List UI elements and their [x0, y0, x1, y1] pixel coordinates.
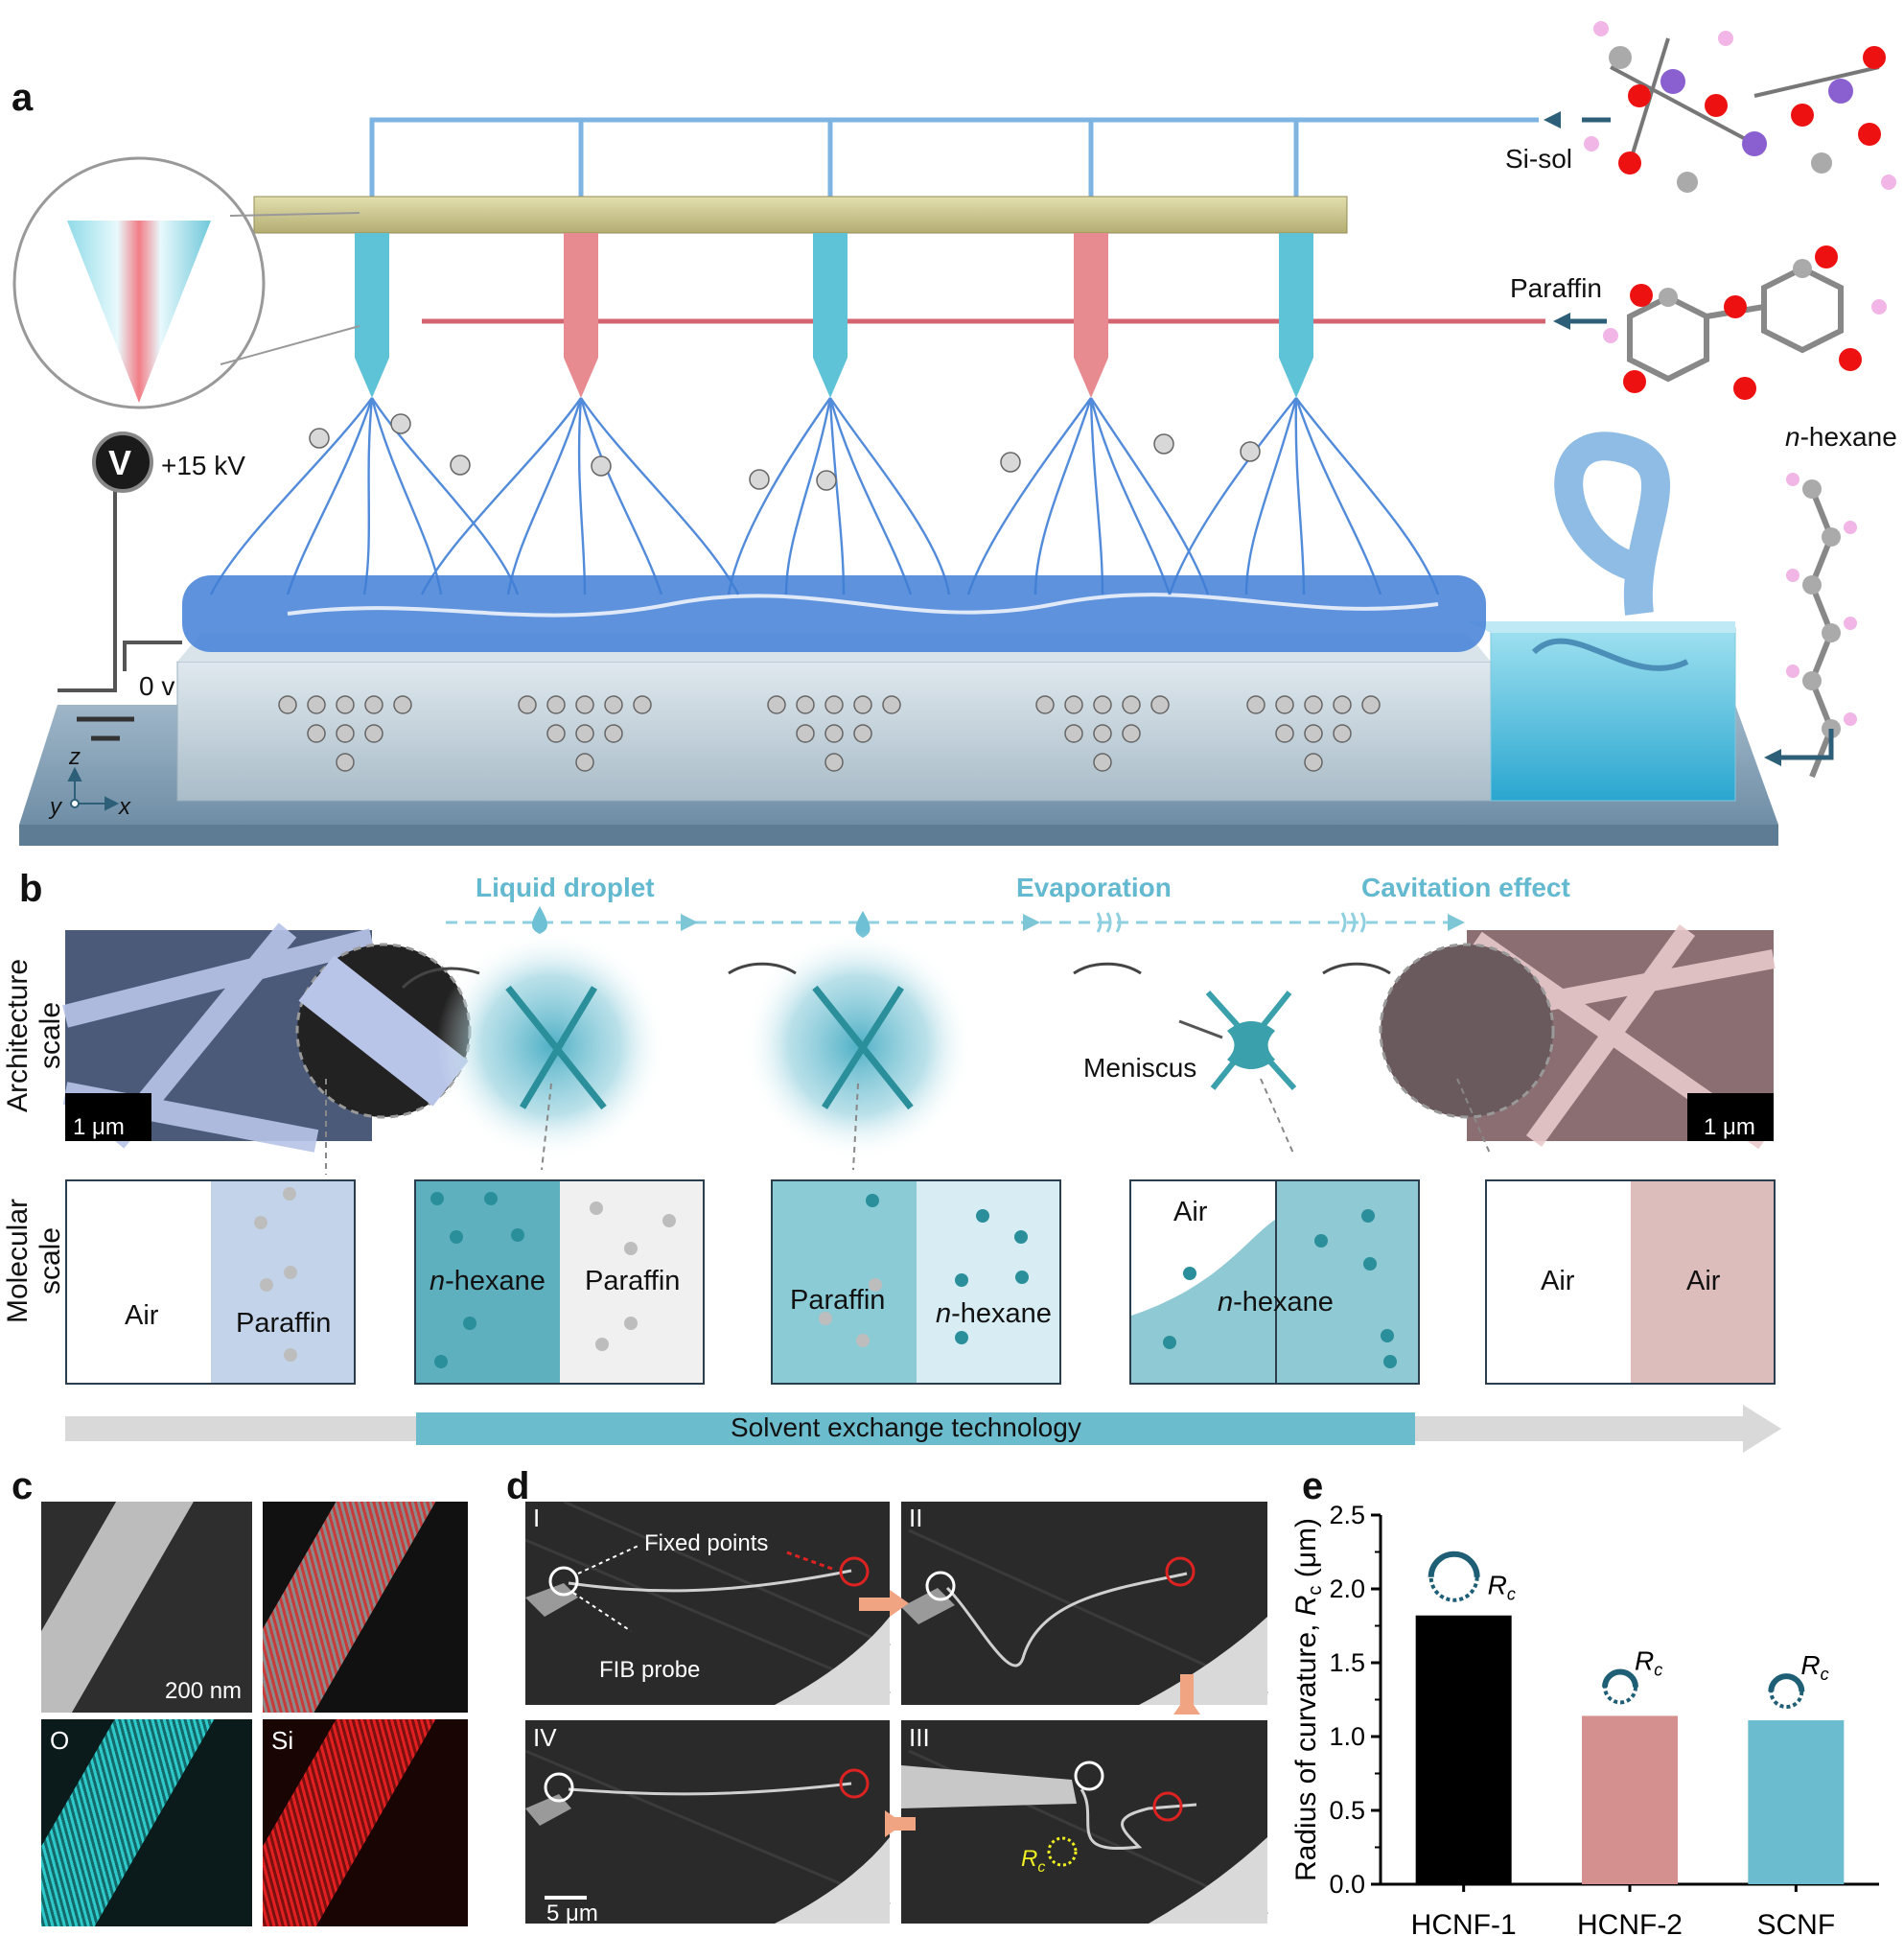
box5-right: Air	[1686, 1266, 1721, 1296]
axis-x-label: x	[119, 794, 130, 820]
rc-label: Rc	[1800, 1650, 1828, 1684]
eds-map-o	[41, 1719, 252, 1926]
voltmeter-symbol: V	[108, 443, 132, 482]
molecular-box-2: n-hexane Paraffin	[414, 1179, 705, 1385]
fiber-tube	[1554, 432, 1670, 616]
box3-right: n-hexane	[936, 1298, 1052, 1329]
scalebar-c: 200 nm	[165, 1678, 243, 1704]
molecular-box-1: Air Paraffin	[65, 1179, 356, 1385]
fiber-mat	[182, 575, 1486, 652]
scalebar-left-b: 1 μm	[73, 1114, 125, 1140]
fib-sequence	[525, 1502, 1268, 1924]
paraffin-molecule-icon	[1603, 245, 1887, 400]
label-si-sol: Si-sol	[1505, 144, 1573, 174]
box2-right: Paraffin	[585, 1266, 681, 1296]
rc-label: Rc	[1488, 1571, 1516, 1604]
axis-z-label: z	[69, 744, 81, 770]
label-meniscus: Meniscus	[1083, 1053, 1197, 1083]
frame-label-iv: IV	[533, 1723, 557, 1752]
y-tick-label: 1.5	[1329, 1648, 1365, 1677]
x-tick-label: HCNF-2	[1577, 1909, 1683, 1936]
bath-inlet-arrow-icon	[1764, 749, 1781, 766]
molecule-dots	[254, 1187, 1397, 1368]
si-sol-molecule-icon	[1584, 21, 1896, 193]
hexane-molecule-icon	[1786, 473, 1857, 779]
panel-label-d: d	[506, 1465, 530, 1507]
axes-icon	[67, 766, 120, 811]
label-voltage-zero: 0 v	[139, 671, 175, 701]
label-paraffin-a: Paraffin	[1510, 273, 1602, 303]
label-voltage-high: +15 kV	[161, 451, 245, 480]
panel-label-a: a	[12, 77, 34, 119]
panel-label-e: e	[1302, 1465, 1324, 1507]
box4-right: n-hexane	[1218, 1287, 1334, 1318]
y-axis-label: Radius of curvature, Rc (μm)	[1290, 1518, 1326, 1881]
voltmeter-icon	[92, 432, 153, 493]
solvent-exchange-label: Solvent exchange technology	[731, 1412, 1081, 1442]
box4-left: Air	[1173, 1197, 1208, 1227]
curvature-icon	[1769, 1674, 1804, 1710]
axis-y-label: y	[50, 794, 61, 820]
needles	[355, 233, 1313, 398]
positive-charges	[309, 413, 1261, 491]
frame-label-iii: III	[909, 1723, 930, 1752]
droplet-icon	[532, 906, 547, 934]
scalebar-right-b: 1 μm	[1704, 1114, 1755, 1140]
rc-label: Rc	[1635, 1645, 1662, 1679]
scalebar-d: 5 μm	[546, 1901, 598, 1926]
solvent-exchange-arrow	[65, 1405, 1781, 1453]
label-o: O	[50, 1726, 70, 1755]
frame-label-i: I	[533, 1504, 541, 1532]
bar-hcnf-1	[1415, 1615, 1512, 1884]
panel-a-illustration	[12, 21, 1896, 846]
curvature-arc-icon	[1428, 1551, 1480, 1577]
panel-label-c: c	[12, 1465, 34, 1507]
bar-hcnf-2	[1582, 1715, 1678, 1884]
curvature-arc-icon	[1602, 1668, 1638, 1688]
curvature-arc-icon	[1768, 1673, 1805, 1692]
box1-right: Paraffin	[236, 1308, 332, 1339]
y-tick-label: 2.0	[1329, 1574, 1365, 1603]
y-tick-label: 2.5	[1329, 1501, 1365, 1529]
box2-left: n-hexane	[430, 1266, 546, 1296]
label-rc-d: Rc	[1021, 1846, 1046, 1876]
eds-map-si	[263, 1719, 468, 1926]
label-fib-probe: FIB probe	[599, 1657, 701, 1683]
x-tick-label: SCNF	[1756, 1909, 1835, 1936]
panel-b-illustration	[62, 906, 1776, 1175]
step-cavitation: Cavitation effect	[1361, 873, 1570, 902]
curved-arrows	[401, 962, 1391, 990]
box3-left: Paraffin	[790, 1285, 886, 1316]
box1-left: Air	[125, 1300, 159, 1331]
frame-label-ii: II	[909, 1504, 923, 1532]
negative-charges	[278, 695, 1381, 772]
label-n-hexane-a: n-hexane	[1785, 422, 1897, 452]
y-tick-label: 0.0	[1329, 1870, 1365, 1899]
x-tick-label: HCNF-1	[1411, 1909, 1517, 1936]
y-tick-label: 0.5	[1329, 1796, 1365, 1825]
step-liquid-droplet: Liquid droplet	[476, 873, 655, 902]
label-si: Si	[271, 1726, 294, 1755]
row-label-architecture: Architecture scale	[2, 958, 66, 1113]
sem-fiber-c	[41, 1502, 252, 1713]
spinneret-bar	[253, 196, 1348, 234]
fiber-jets	[209, 397, 1440, 595]
box5-left: Air	[1541, 1266, 1575, 1296]
si-sol-line	[369, 117, 1539, 197]
panel-label-b: b	[19, 868, 43, 910]
eds-overlay-c	[263, 1502, 468, 1713]
hexane-bath	[1490, 627, 1736, 802]
y-tick-label: 1.0	[1329, 1722, 1365, 1751]
molecular-box-5: Air Air	[1485, 1179, 1776, 1385]
step-evaporation: Evaporation	[1016, 873, 1172, 902]
label-fixed-points: Fixed points	[644, 1530, 769, 1556]
bar-scnf	[1748, 1720, 1845, 1884]
